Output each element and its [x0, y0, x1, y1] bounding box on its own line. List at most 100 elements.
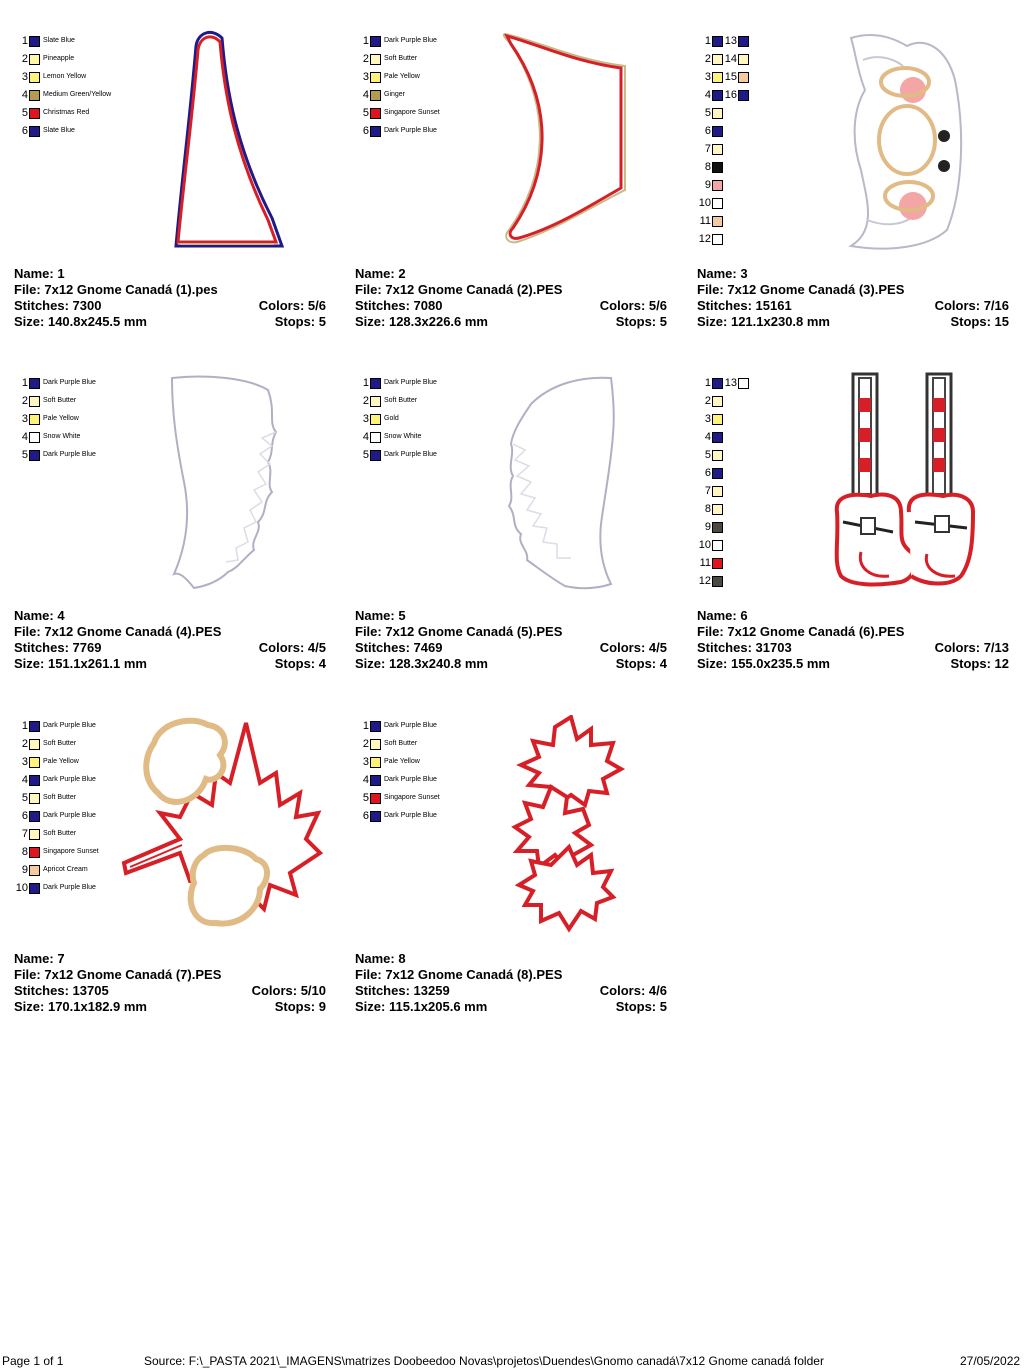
color-swatch	[738, 377, 749, 389]
color-number: 13	[724, 35, 737, 47]
print-date: 27/05/2022	[960, 1354, 1021, 1368]
design-size: 170.1x182.9 mm	[47, 999, 147, 1014]
color-swatch	[712, 143, 723, 155]
color-swatch	[738, 71, 749, 83]
design-preview	[834, 372, 976, 587]
color-number: 6	[21, 810, 28, 822]
color-swatch	[738, 53, 749, 65]
color-entry: 3	[697, 70, 723, 84]
design-colors: 4/5	[307, 640, 326, 655]
color-number: 5	[362, 792, 369, 804]
color-entry: 9	[697, 520, 723, 534]
color-name: Snow White	[43, 433, 81, 440]
design-preview	[502, 32, 626, 244]
color-name: Dark Purple Blue	[384, 776, 437, 783]
color-name: Dark Purple Blue	[384, 451, 437, 458]
color-name: Gold	[384, 415, 399, 422]
color-entry: 7	[697, 484, 723, 498]
color-number: 1	[21, 720, 28, 732]
color-swatch	[370, 395, 381, 407]
color-number: 1	[21, 35, 28, 47]
color-name: Dark Purple Blue	[384, 722, 437, 729]
design-stops: 12	[994, 656, 1009, 671]
color-number: 16	[724, 89, 737, 101]
color-swatch	[29, 449, 40, 461]
color-number: 4	[21, 89, 28, 101]
color-number: 8	[704, 161, 711, 173]
design-file: 7x12 Gnome Canadá (1).pes	[44, 282, 218, 297]
color-number: 4	[362, 431, 369, 443]
color-entry: 11	[697, 214, 723, 228]
color-swatch	[712, 107, 723, 119]
color-name: Dark Purple Blue	[43, 451, 96, 458]
color-swatch	[712, 431, 723, 443]
color-name: Apricot Cream	[43, 866, 88, 873]
color-swatch	[712, 89, 723, 101]
color-swatch	[29, 53, 40, 65]
color-entry: 6	[697, 466, 723, 480]
color-swatch	[29, 756, 40, 768]
color-swatch	[370, 810, 381, 822]
color-entry: 8	[697, 160, 723, 174]
color-swatch	[712, 53, 723, 65]
color-swatch	[712, 395, 723, 407]
color-number: 9	[704, 179, 711, 191]
color-number: 5	[21, 107, 28, 119]
color-swatch	[712, 467, 723, 479]
color-swatch	[29, 125, 40, 137]
design-name: 5	[398, 608, 406, 623]
color-number: 12	[698, 575, 711, 587]
color-swatch	[712, 503, 723, 515]
color-swatch	[370, 792, 381, 804]
color-number: 9	[704, 521, 711, 533]
color-name: Soft Butter	[43, 397, 77, 404]
design-stitches: 7469	[413, 640, 443, 655]
color-entry: 10	[697, 196, 723, 210]
color-name: Dark Purple Blue	[43, 776, 96, 783]
design-stops: 5	[318, 314, 326, 329]
color-name: Slate Blue	[43, 127, 75, 134]
color-swatch	[738, 35, 749, 47]
design-stitches: 7300	[72, 298, 102, 313]
color-number: 13	[724, 377, 737, 389]
color-name: Snow White	[384, 433, 422, 440]
design-file: 7x12 Gnome Canadá (8).PES	[385, 967, 563, 982]
color-swatch	[370, 774, 381, 786]
design-name: 6	[740, 608, 748, 623]
color-name: Soft Butter	[384, 55, 418, 62]
design-stitches: 31703	[755, 640, 792, 655]
color-name: Dark Purple Blue	[43, 379, 96, 386]
color-number: 5	[704, 107, 711, 119]
color-swatch	[370, 756, 381, 768]
design-preview	[511, 715, 625, 933]
design-colors: 5/10	[300, 983, 326, 998]
color-swatch	[29, 810, 40, 822]
color-entry: 5	[697, 106, 723, 120]
color-swatch	[712, 215, 723, 227]
color-swatch	[712, 539, 723, 551]
design-file: 7x12 Gnome Canadá (3).PES	[727, 282, 905, 297]
color-entry: 13	[723, 34, 749, 48]
color-number: 8	[704, 503, 711, 515]
design-preview	[170, 375, 278, 590]
color-entry: 1	[697, 376, 723, 390]
